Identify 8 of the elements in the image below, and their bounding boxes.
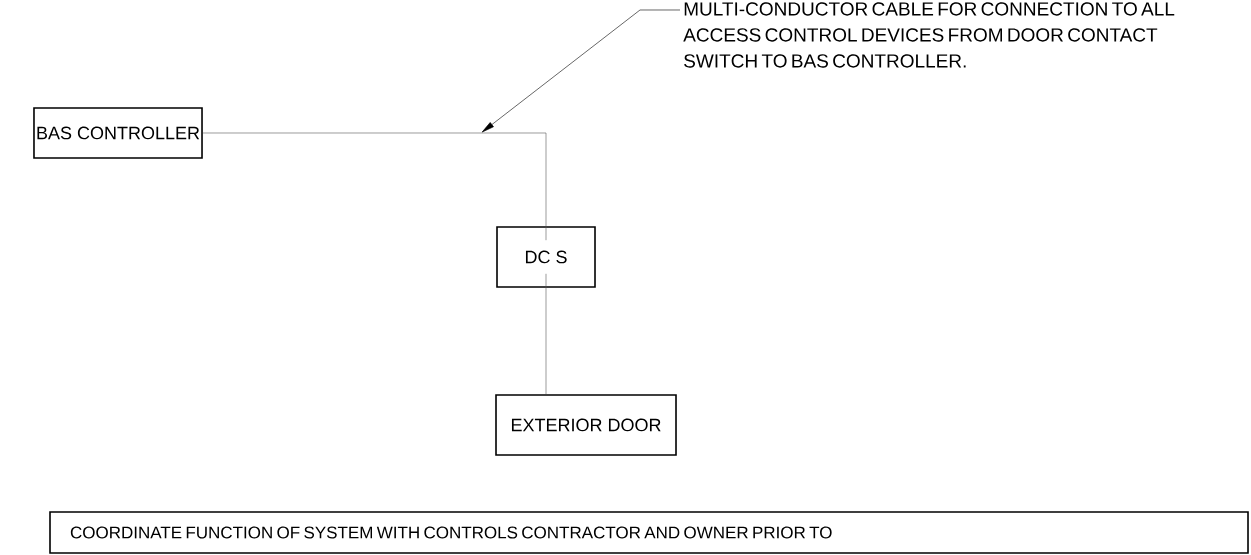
device-box: EXTERIOR DOOR bbox=[495, 394, 677, 456]
note-text: MULTI-CONDUCTOR CABLE FOR CONNECTION TO ALL ACCESS CONTROL DEVICES FROM DOOR CONTACT SWITCH TO BAS CONTROLLER. bbox=[683, 2, 1175, 68]
leader-line bbox=[481, 9, 681, 133]
wire bbox=[202, 132, 547, 227]
device-box: DC S bbox=[496, 225, 596, 289]
note-box: COORDINATE FUNCTION OF SYSTEM WITH CONTROLS CONTRACTOR AND OWNER PRIOR TO bbox=[49, 511, 1249, 554]
wire bbox=[545, 287, 547, 395]
device-box: BAS CONTROLLER bbox=[33, 107, 203, 159]
